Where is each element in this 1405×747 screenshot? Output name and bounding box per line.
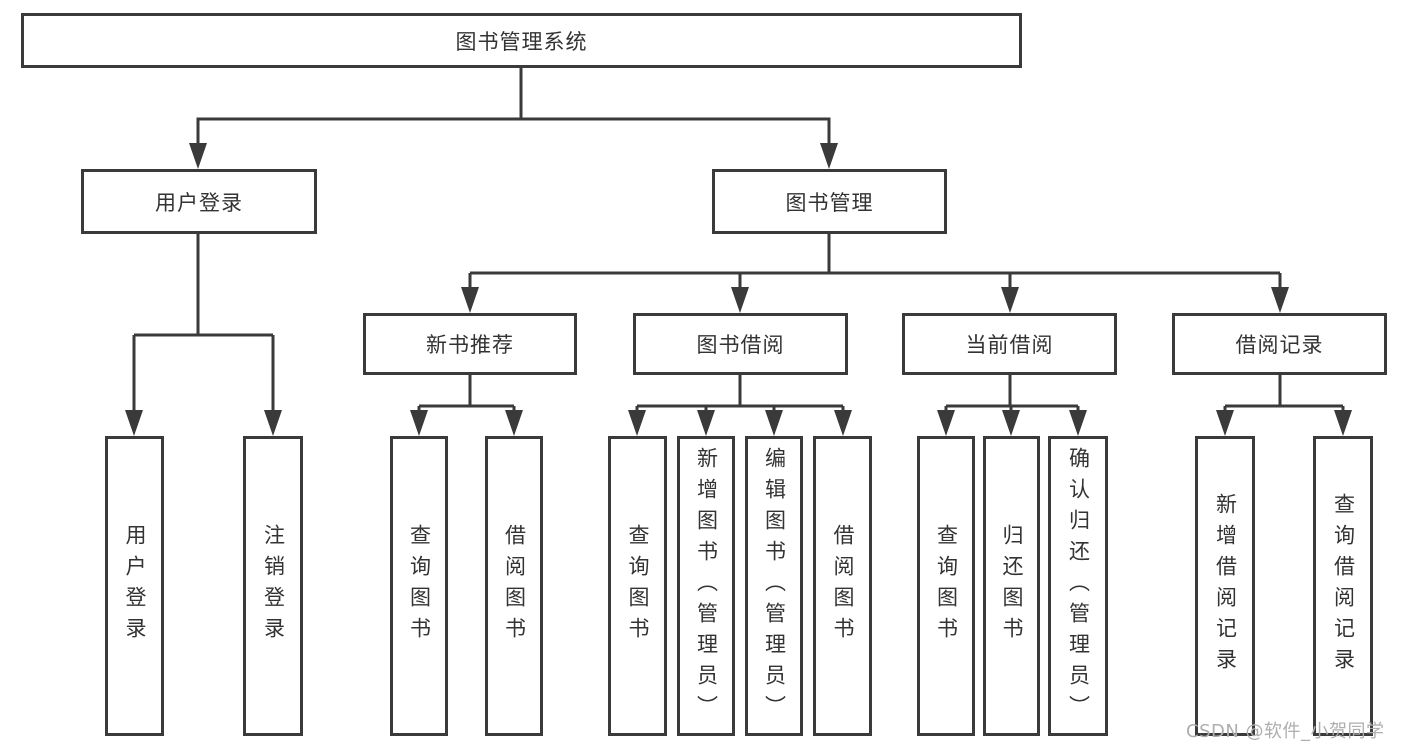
leaf-logout-label: 注销登录 [261,524,286,648]
leaf-query-books-current: 查询图书 [917,436,975,736]
node-book-management-label: 图书管理 [785,190,874,215]
leaf-query-borrow-record: 查询借阅记录 [1313,436,1373,736]
node-book-borrowing: 图书借阅 [633,313,848,375]
leaf-confirm-return-admin: 确认归还（管理员） [1048,436,1108,736]
leaf-add-book-admin: 新增图书（管理员） [677,436,735,736]
leaf-query-books-recommend: 查询图书 [390,436,448,736]
node-borrowing-records: 借阅记录 [1172,313,1387,375]
leaf-edit-book-admin: 编辑图书（管理员） [745,436,803,736]
leaf-user-login-label: 用户登录 [123,524,147,648]
leaf-return-book-label: 归还图书 [1000,524,1024,648]
leaf-add-book-admin-label: 新增图书（管理员） [694,446,719,726]
node-user-login: 用户登录 [81,169,317,234]
leaf-user-login: 用户登录 [105,436,164,736]
node-book-management: 图书管理 [712,169,947,234]
node-new-book-recommend-label: 新书推荐 [426,333,514,357]
leaf-add-borrow-record: 新增借阅记录 [1195,436,1255,736]
node-new-book-recommend: 新书推荐 [363,313,577,375]
node-book-borrowing-label: 图书借阅 [696,333,785,357]
node-root: 图书管理系统 [21,13,1022,68]
leaf-logout: 注销登录 [243,436,303,736]
csdn-watermark: CSDN @软件_小贺同学 [1186,717,1385,743]
csdn-watermark-text: CSDN @软件_小贺同学 [1186,721,1385,742]
leaf-return-book: 归还图书 [983,436,1040,736]
node-borrowing-records-label: 借阅记录 [1235,333,1324,357]
leaf-borrow-books-recommend: 借阅图书 [485,436,543,736]
leaf-query-borrow-record-label: 查询借阅记录 [1331,493,1356,679]
leaf-query-books-borrow-label: 查询图书 [626,524,650,648]
node-root-label: 图书管理系统 [455,29,588,54]
leaf-borrow-books-recommend-label: 借阅图书 [502,524,527,648]
leaf-borrow-books-2: 借阅图书 [813,436,872,736]
leaf-confirm-return-admin-label: 确认归还（管理员） [1066,446,1091,726]
node-current-borrowing: 当前借阅 [902,313,1117,375]
leaf-borrow-books-2-label: 借阅图书 [831,524,855,648]
node-user-login-label: 用户登录 [155,190,243,215]
leaf-query-books-current-label: 查询图书 [934,524,959,648]
leaf-query-books-borrow: 查询图书 [608,436,667,736]
leaf-query-books-recommend-label: 查询图书 [407,524,432,648]
leaf-add-borrow-record-label: 新增借阅记录 [1213,493,1238,679]
node-current-borrowing-label: 当前借阅 [965,333,1054,357]
arrowheads [125,143,1352,436]
leaf-edit-book-admin-label: 编辑图书（管理员） [762,446,787,726]
